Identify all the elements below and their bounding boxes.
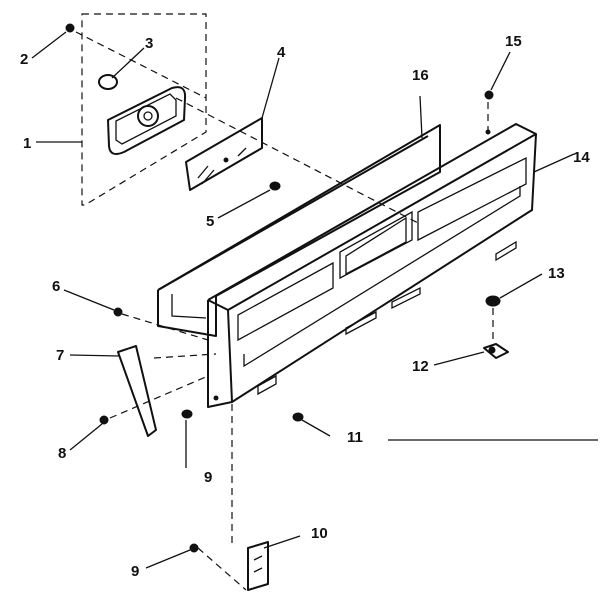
- callout-4: 4: [277, 44, 286, 61]
- clip-part-12: [483, 343, 509, 359]
- callout-12: 12: [412, 358, 429, 375]
- callout-8: 8: [58, 445, 66, 462]
- callout-15: 15: [505, 33, 522, 50]
- callouts: 1 2 3 4 5 6 7 8 9 9 10 11 12 13 14 15 16: [20, 33, 590, 580]
- end-cap: [117, 345, 157, 437]
- control-panel: [207, 123, 537, 408]
- leader-lines: [31, 31, 598, 569]
- screw-part-9-lower: [189, 543, 199, 553]
- callout-3: 3: [145, 35, 153, 52]
- rear-panel: [157, 124, 441, 337]
- callout-14: 14: [573, 149, 590, 166]
- screw-part-6: [113, 307, 123, 317]
- callout-9-lower: 9: [131, 563, 139, 580]
- assembly-lines: [75, 31, 494, 591]
- clock-assembly-dashed-box: [81, 13, 207, 206]
- clock-unit: [107, 86, 187, 155]
- callout-1: 1: [23, 135, 31, 152]
- screw-part-15: [484, 90, 494, 100]
- grommet-part-13: [485, 295, 501, 307]
- callout-11: 11: [347, 429, 363, 446]
- callout-13: 13: [548, 265, 565, 282]
- callout-2: 2: [20, 51, 28, 68]
- callout-10: 10: [311, 525, 328, 542]
- timer-knob: [98, 74, 118, 90]
- screw-part-2: [65, 23, 75, 33]
- callout-16: 16: [412, 67, 429, 84]
- screw-part-8: [99, 415, 109, 425]
- clock-glass: [185, 117, 263, 191]
- screw-part-9-upper: [181, 409, 193, 419]
- callout-5: 5: [206, 213, 214, 230]
- screw-part-11: [292, 412, 304, 422]
- callout-9-upper: 9: [204, 469, 212, 486]
- bracket-part-10: [247, 541, 269, 591]
- callout-7: 7: [56, 347, 64, 364]
- screw-part-5: [269, 181, 281, 191]
- callout-6: 6: [52, 278, 60, 295]
